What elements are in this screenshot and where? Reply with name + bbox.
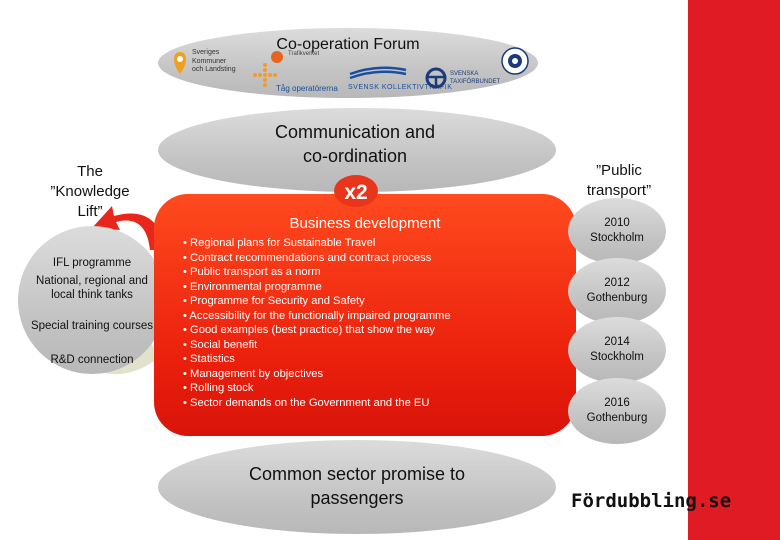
list-item: Social benefit [183, 338, 563, 353]
list-item: Contract recommendations and contract pr… [183, 251, 563, 266]
skl-logo-line: Sveriges [192, 49, 220, 56]
list-item: Regional plans for Sustainable Travel [183, 236, 563, 251]
public-transport-title-line: ”Public [596, 162, 642, 179]
event-ellipse [568, 258, 666, 324]
event-label: 2010 Stockholm [568, 216, 666, 246]
event-label: 2012 Gothenburg [568, 276, 666, 306]
communication-title-line: co-ordination [302, 146, 408, 166]
skl-logo: Sveriges Kommuner och Landsting [170, 46, 256, 80]
red-curved-arrow [92, 206, 166, 250]
trafikoperatorerna-logo: Tåg operatörerna [250, 60, 346, 94]
trafikverket-text: Trafikverket [288, 51, 320, 57]
business-development-list: Regional plans for Sustainable Travel Co… [183, 236, 563, 410]
communication-title-line: Communication and [274, 122, 436, 142]
business-development-title: Business development [289, 215, 441, 232]
trafikverket-logo: Trafikverket [268, 48, 328, 66]
public-transport-title: ”Public transport” [564, 161, 674, 201]
forum-title: Co-operation Forum [276, 36, 420, 53]
knowledge-item: R&D connection [50, 354, 134, 366]
event-year: 2012 [604, 277, 630, 289]
knowledge-item: Special training courses [30, 320, 154, 332]
brand-logo: Fördubbling.se [571, 490, 732, 512]
list-item: Public transport as a norm [183, 265, 563, 280]
forum-ellipse [158, 28, 538, 98]
svenska-taxiforbundet-logo: SVENSKA TAXIFÖRBUNDET [424, 66, 514, 92]
svensk-kollektivtrafik-text: SVENSK KOLLEKTIVTRAFIK [348, 84, 453, 91]
list-item: Sector demands on the Government and the… [183, 396, 563, 411]
event-ellipse [568, 198, 666, 264]
knowledge-title-line: Lift” [77, 203, 103, 220]
bussbranschen-logo [500, 46, 530, 76]
common-promise-ellipse [158, 440, 556, 534]
x2-logo-text: x2 [344, 181, 367, 204]
list-item: Environmental programme [183, 280, 563, 295]
public-transport-title-line: transport” [586, 182, 652, 199]
knowledge-lift-title: The ”Knowledge Lift” [30, 162, 150, 222]
taxi-logo-line: SVENSKA [450, 71, 479, 77]
event-city: Gothenburg [586, 292, 648, 304]
event-city: Gothenburg [586, 412, 648, 424]
knowledge-item: IFL programme [52, 257, 132, 269]
common-title-line: Common sector promise to [248, 464, 466, 484]
event-year: 2016 [604, 397, 630, 409]
list-item: Management by objectives [183, 367, 563, 382]
common-promise-title: Common sector promise to passengers [190, 462, 524, 510]
event-year: 2014 [604, 336, 630, 348]
skl-logo-line: och Landsting [192, 66, 236, 73]
svensk-kollektivtrafik-logo: SVENSK KOLLEKTIVTRAFIK [344, 64, 452, 92]
red-side-bar [688, 0, 780, 540]
taxi-logo-line: TAXIFÖRBUNDET [450, 79, 501, 85]
event-city: Stockholm [590, 351, 644, 363]
knowledge-title-line: ”Knowledge [50, 183, 130, 200]
list-item: Statistics [183, 352, 563, 367]
event-ellipse [568, 378, 666, 444]
list-item: Rolling stock [183, 381, 563, 396]
knowledge-lift-ellipse [18, 226, 166, 374]
event-label: 2014 Stockholm [568, 335, 666, 365]
list-item: Accessibility for the functionally impai… [183, 309, 563, 324]
event-ellipse [568, 317, 666, 383]
trafikoperatorerna-text: Tåg operatörerna [276, 84, 338, 93]
event-label: 2016 Gothenburg [568, 396, 666, 426]
knowledge-title-line: The [77, 163, 103, 180]
common-title-line: passengers [310, 488, 404, 508]
x2-logo: x2 [332, 174, 380, 208]
event-city: Stockholm [590, 232, 644, 244]
skl-logo-line: Kommuner [192, 57, 227, 65]
list-item: Good examples (best practice) that show … [183, 323, 563, 338]
list-item: Programme for Security and Safety [183, 294, 563, 309]
communication-title: Communication and co-ordination [200, 120, 510, 168]
event-year: 2010 [604, 217, 630, 229]
knowledge-item: National, regional and local think tanks [36, 275, 148, 301]
